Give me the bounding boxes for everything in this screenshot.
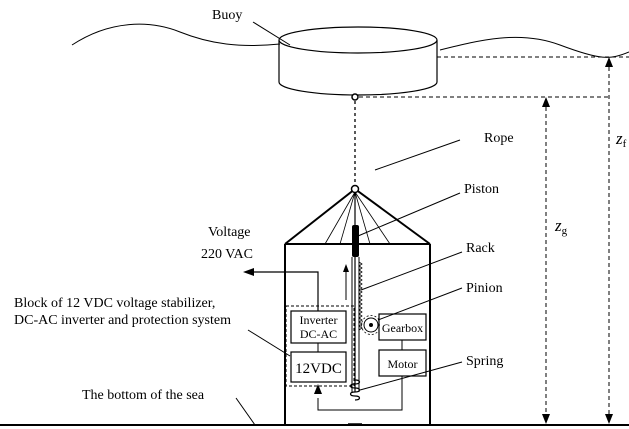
- zf-label: zf: [615, 129, 627, 150]
- rack-teeth: [358, 261, 363, 331]
- motor-label: Motor: [388, 357, 418, 371]
- sea-bottom-leader: [235, 397, 256, 426]
- piston: [352, 225, 359, 257]
- block-leader: [247, 329, 291, 357]
- zg-arrow-bottom: [542, 414, 550, 424]
- inverter-label-line2: DC-AC: [300, 327, 337, 341]
- vdc-box: [290, 351, 347, 383]
- rope-label: Rope: [484, 131, 514, 146]
- voltage-output-arrow: [243, 268, 254, 276]
- sea-bottom-label: The bottom of the sea: [82, 388, 205, 403]
- buoy-leader: [252, 21, 291, 46]
- piston-leader: [357, 192, 461, 237]
- pinion-leader: [377, 287, 463, 321]
- buoy-hook: [351, 93, 359, 101]
- wave-line-right: [439, 36, 629, 58]
- voltage-label-line1: Voltage: [208, 225, 251, 240]
- voltage-output-wire: [252, 271, 319, 311]
- motor-vdc-wire: [317, 376, 403, 411]
- buoy: [278, 26, 438, 101]
- motor-vdc-arrow: [314, 384, 322, 394]
- zf-arrow-top: [605, 57, 613, 67]
- spring: [349, 379, 361, 401]
- rope-pulley: [350, 184, 360, 194]
- rope-leader: [374, 139, 461, 171]
- buoy-label: Buoy: [212, 8, 242, 23]
- zg-arrow-top: [542, 97, 550, 107]
- pinion-label: Pinion: [466, 281, 503, 296]
- vdc-label: 12VDC: [295, 361, 342, 377]
- motor-box: [378, 349, 427, 377]
- housing: [284, 187, 431, 425]
- voltage-label-line2: 220 VAC: [201, 247, 253, 262]
- piston-label: Piston: [464, 182, 499, 197]
- gearbox-label: Gearbox: [382, 321, 423, 335]
- rack-leader: [360, 251, 463, 291]
- wave-line-left: [71, 23, 281, 46]
- pinion: [361, 315, 381, 335]
- inverter-box: [290, 310, 347, 344]
- block-label-line1: Block of 12 VDC voltage stabilizer,: [14, 296, 215, 311]
- inverter-label-line1: Inverter: [300, 313, 338, 327]
- zf-arrow-bottom: [605, 414, 613, 424]
- rack-label: Rack: [466, 241, 495, 256]
- spring-label: Spring: [466, 354, 503, 369]
- spring-leader: [359, 361, 463, 391]
- block-label-line2: DC-AC inverter and protection system: [14, 313, 231, 328]
- electronics-block: [285, 305, 355, 387]
- motion-arrow-head: [343, 264, 349, 272]
- zg-label: zg: [554, 216, 568, 237]
